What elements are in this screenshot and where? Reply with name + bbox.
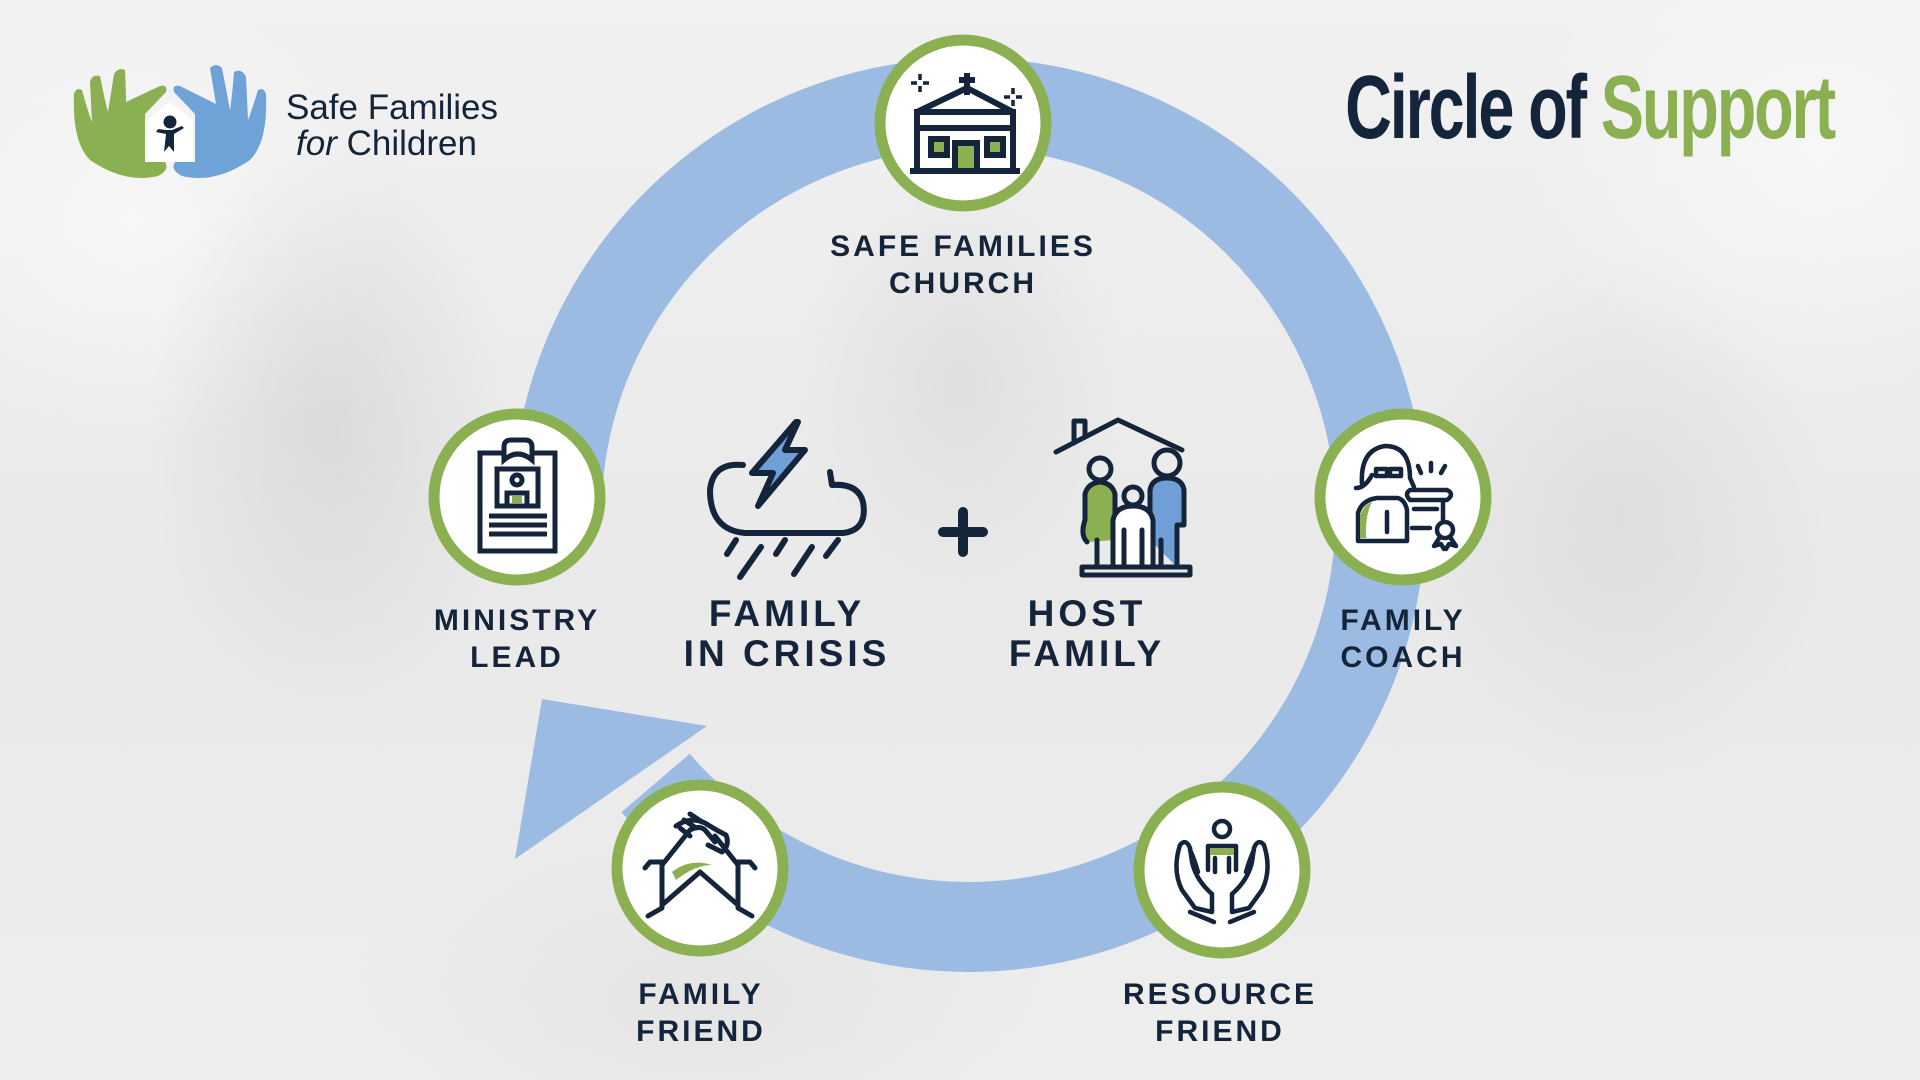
logo-wordmark: Safe Families for Children (286, 90, 498, 162)
node-resource-friend (1133, 781, 1311, 959)
logo-line-2: for Children (286, 126, 498, 162)
label-crisis-line-1: FAMILY (708, 593, 866, 634)
label-host-line-2: FAMILY (1008, 633, 1166, 674)
plus-operator-icon (938, 507, 988, 557)
label-family-friend: FAMILY FRIEND (636, 976, 766, 1050)
label-family-coach: FAMILY COACH (1340, 602, 1465, 676)
logo-line-2-italic: for (296, 124, 337, 163)
node-ministry-lead (428, 408, 606, 586)
label-ministry-line-1: MINISTRY (433, 604, 601, 637)
label-church-line-1: SAFE FAMILIES (830, 230, 1096, 263)
node-family-coach (1314, 408, 1492, 586)
label-host-line-1: HOST (1027, 593, 1147, 634)
node-family-friend (611, 779, 789, 957)
logo-line-2-rest: Children (336, 124, 477, 163)
label-ministry-line-2: LEAD (470, 641, 564, 674)
safe-families-logo[interactable]: Safe Families for Children (70, 62, 530, 182)
logo-line-1: Safe Families (286, 88, 499, 127)
id-badge-icon (477, 437, 558, 554)
hands-house-logo-icon (73, 65, 267, 178)
label-friend-line-1: FAMILY (638, 978, 764, 1011)
caring-hands-icon (1174, 818, 1270, 925)
label-crisis-line-2: IN CRISIS (683, 633, 891, 674)
label-family-in-crisis: FAMILY IN CRISIS (684, 594, 891, 674)
label-resource-line-2: FRIEND (1155, 1015, 1285, 1048)
title-part-1: Circle of (1345, 58, 1601, 158)
label-church-line-2: CHURCH (889, 267, 1037, 300)
title-part-2: Support (1600, 58, 1836, 158)
label-host-family: HOST FAMILY (1009, 594, 1165, 674)
node-church (874, 34, 1052, 212)
page-title: Circle of Support (1345, 58, 1836, 158)
ring-arrowhead (515, 699, 707, 859)
label-coach-line-1: FAMILY (1340, 604, 1466, 637)
family-house-icon (1053, 417, 1193, 578)
church-icon (910, 73, 1022, 174)
label-church: SAFE FAMILIES CHURCH (830, 228, 1096, 302)
label-friend-line-2: FRIEND (636, 1015, 766, 1048)
storm-cloud-icon (707, 419, 867, 580)
support-ring (512, 57, 1426, 972)
coach-certificate-icon (1353, 443, 1459, 552)
label-ministry-lead: MINISTRY LEAD (434, 602, 600, 676)
label-coach-line-2: COACH (1340, 641, 1466, 674)
label-resource-friend: RESOURCE FRIEND (1123, 976, 1317, 1050)
label-resource-line-1: RESOURCE (1122, 978, 1318, 1011)
handshake-icon (642, 811, 758, 919)
